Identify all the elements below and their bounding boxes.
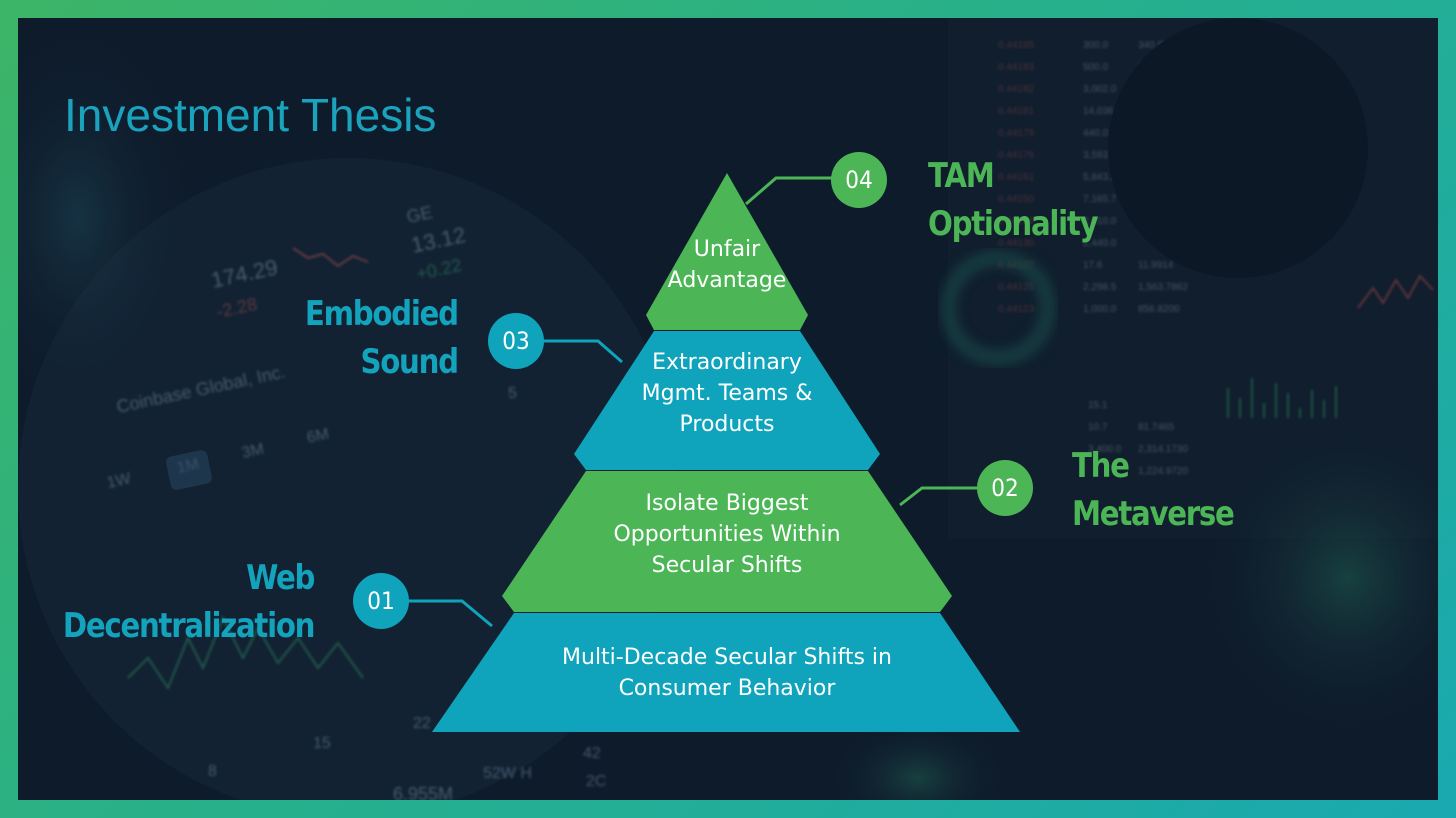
tier-2-base-strip	[502, 596, 952, 612]
label-tam-optionality: TAM Optionality	[928, 152, 1097, 248]
tier-4-text: Unfair Advantage	[627, 234, 827, 296]
label-embodied-sound: Embodied Sound	[305, 290, 458, 386]
badge-04: 04	[831, 152, 887, 208]
tier-4-base-strip	[646, 315, 808, 330]
tier-1-text: Multi-Decade Secular Shifts in Consumer …	[517, 642, 937, 704]
connector-line-02	[900, 488, 978, 505]
tier-2-text: Isolate Biggest Opportunities Within Sec…	[567, 488, 887, 581]
label-web-decentralization: Web Decentralization	[63, 554, 314, 650]
badge-02: 02	[977, 460, 1033, 516]
label-the-metaverse: The Metaverse	[1072, 442, 1234, 538]
badge-03: 03	[488, 313, 544, 369]
connector-line-04	[746, 178, 832, 204]
tier-3-text: Extraordinary Mgmt. Teams & Products	[587, 347, 867, 440]
tier-3-base-strip	[574, 454, 880, 470]
connector-line-01	[408, 601, 492, 626]
badge-01: 01	[353, 573, 409, 629]
